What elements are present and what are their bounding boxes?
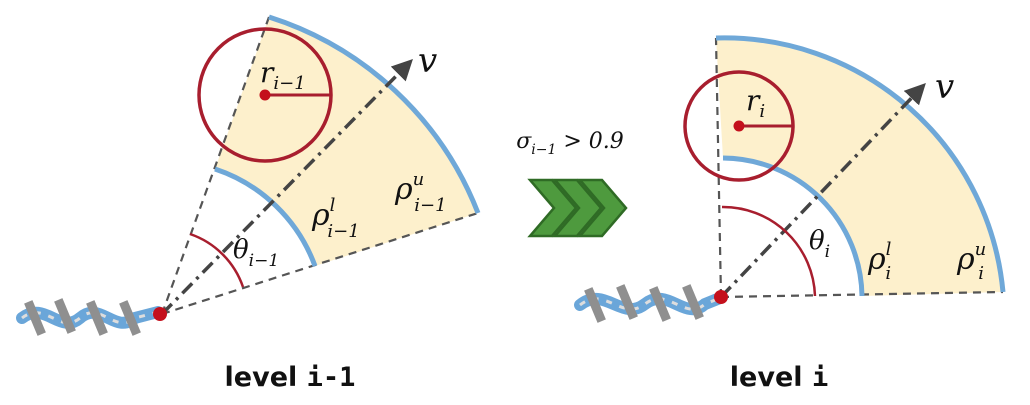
sector-region-left [215, 17, 478, 266]
direction-axis-right [719, 82, 926, 299]
direction-label-left: v [418, 41, 437, 81]
caption-left: level i-1 [225, 362, 356, 393]
direction-axis-left [160, 59, 413, 316]
direction-label-right: v [935, 67, 954, 107]
theta-arc-right [721, 205, 817, 297]
sector-boundary-upper-right [714, 37, 723, 298]
tube-trajectory-left [16, 298, 164, 336]
theta-label-left: θi−1 [233, 235, 279, 271]
transition: σi−1 > 0.9 [516, 129, 628, 238]
outer-arc-left [268, 14, 481, 214]
chevron-arrows-icon [527, 178, 628, 238]
outer-arc-right [715, 35, 1006, 293]
theta-arc-left [189, 232, 245, 288]
radius-label-right: ri [746, 84, 765, 122]
circle-center-right [733, 120, 745, 132]
transition-condition: σi−1 > 0.9 [516, 129, 624, 158]
inner-arc-right [722, 155, 865, 297]
radius-label-left: ri−1 [260, 56, 306, 94]
origin-point-right [714, 290, 728, 304]
theta-label-right: θi [809, 226, 830, 262]
sector-boundary-upper-left [160, 16, 271, 315]
inner-arc-left [214, 166, 318, 267]
caption-right: level i [730, 362, 828, 393]
tube-trajectory-right [574, 284, 726, 323]
origin-point-left [153, 307, 167, 321]
circle-center-left [259, 89, 271, 101]
